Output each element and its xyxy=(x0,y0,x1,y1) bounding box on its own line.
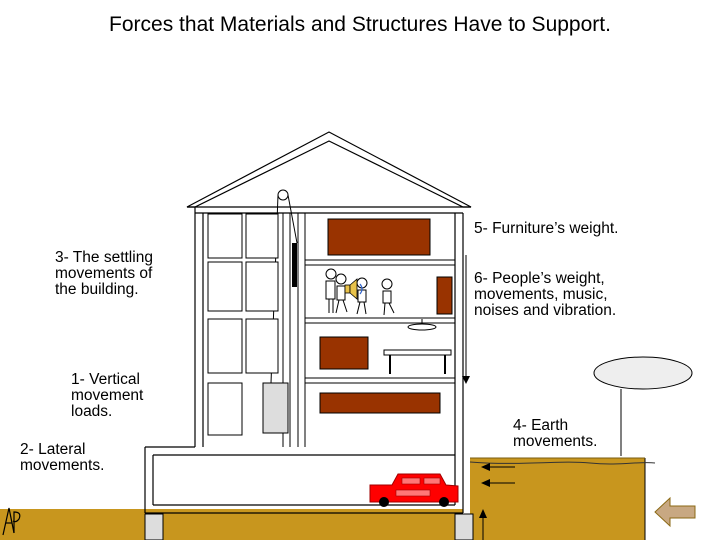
ceiling-lamp xyxy=(407,323,437,331)
label-people: 6- People’s weight, movements, music, no… xyxy=(474,271,616,319)
car xyxy=(369,473,459,507)
label-furniture: 5- Furniture’s weight. xyxy=(474,221,618,237)
window-6 xyxy=(245,261,279,312)
ground-right xyxy=(470,458,645,540)
window-2 xyxy=(207,261,243,312)
label-lateral-line-2: movements. xyxy=(20,457,105,474)
earth-arrow-head xyxy=(479,509,487,518)
earthquake-marker xyxy=(593,356,693,390)
label-lateral-line-1: 2- Lateral xyxy=(20,441,86,458)
furniture-mid xyxy=(319,336,369,370)
lateral-arrow-1-head xyxy=(481,463,490,471)
label-settling-line-2: movements of xyxy=(55,265,153,282)
pier-right xyxy=(454,513,474,540)
label-furniture-line-1: 5- Furniture’s weight. xyxy=(474,220,619,237)
ground-left xyxy=(0,509,463,540)
label-earth-line-1: 4- Earth xyxy=(513,417,569,434)
person-3 xyxy=(356,277,368,315)
person-1 xyxy=(325,268,337,313)
back-arrow-icon[interactable] xyxy=(654,496,696,528)
table-top xyxy=(383,349,452,356)
furniture-top xyxy=(327,218,431,256)
lateral-arrow-2-head xyxy=(481,479,490,487)
pulley xyxy=(277,189,289,201)
elevator-cable-right xyxy=(287,194,298,244)
furniture-cabinet xyxy=(436,276,453,315)
window-7 xyxy=(245,318,279,374)
label-settling-line-1: 3- The settling xyxy=(55,249,153,266)
label-vertical-line-1: 1- Vertical xyxy=(71,371,140,388)
ground-surface-line xyxy=(469,461,656,465)
label-settling: 3- The settling movements of the buildin… xyxy=(55,250,153,298)
label-lateral: 2- Lateral movements. xyxy=(20,442,104,474)
label-people-line-2: movements, music, xyxy=(474,286,608,303)
elevator-car xyxy=(262,382,289,434)
label-settling-line-3: the building. xyxy=(55,281,139,298)
window-5 xyxy=(245,213,279,259)
signature-icon xyxy=(2,507,21,536)
label-vertical-line-3: loads. xyxy=(71,403,113,420)
label-people-line-3: noises and vibration. xyxy=(474,302,617,319)
label-vertical: 1- Vertical movement loads. xyxy=(71,372,143,420)
window-1 xyxy=(207,213,243,259)
label-earth-line-2: movements. xyxy=(513,433,598,450)
person-4 xyxy=(381,278,395,316)
label-vertical-line-2: movement xyxy=(71,387,144,404)
window-4 xyxy=(207,382,243,436)
vertical-load-arrow-head xyxy=(462,376,470,384)
person-2 xyxy=(335,273,348,314)
label-people-line-1: 6- People’s weight, xyxy=(474,270,605,287)
window-3 xyxy=(207,318,243,374)
pier-left xyxy=(144,513,164,540)
counterweight xyxy=(292,243,297,287)
slide-title: Forces that Materials and Structures Hav… xyxy=(109,13,611,36)
furniture-bottom xyxy=(319,392,441,414)
label-earth: 4- Earth movements. xyxy=(513,418,597,450)
speaker-icon[interactable] xyxy=(344,278,363,300)
roof xyxy=(186,131,472,208)
